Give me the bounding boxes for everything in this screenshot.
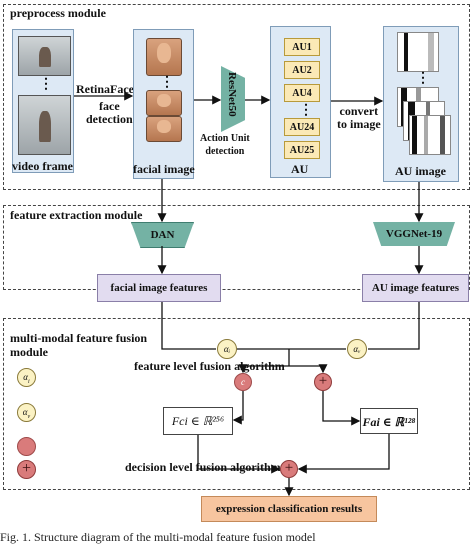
facial-image-features-box: facial image features <box>97 274 221 302</box>
video-frame-image-top <box>18 36 71 76</box>
facial-image-label: facial image <box>133 162 195 176</box>
convert-to-image-label: convert to image <box>337 104 381 131</box>
au-item: AU4 <box>284 84 320 102</box>
preprocess-module <box>3 4 470 190</box>
decision-plus-operator-icon: + <box>280 460 298 478</box>
video-frame-label: video frame <box>12 159 73 173</box>
au-item: AU24 <box>284 118 320 136</box>
decision-level-fusion-label: decision level fusion algorithm <box>125 460 281 474</box>
au-image-features-box: AU image features <box>362 274 469 302</box>
concat-operator-icon: c <box>234 373 252 391</box>
feature-extraction-module <box>3 205 470 290</box>
legend-alpha-i-icon: αi <box>17 368 36 387</box>
video-frame-image-bottom <box>18 95 71 155</box>
expression-classification-results-box: expression classification results <box>201 496 377 522</box>
face-image-1 <box>146 38 182 76</box>
au-item: AU1 <box>284 38 320 56</box>
legend-concat-icon <box>17 437 36 456</box>
feature-level-fusion-label: feature level fusion algorithm <box>134 359 285 373</box>
legend-plus-icon: + <box>17 460 36 479</box>
au-image-label: AU image <box>395 164 446 178</box>
fusion-module <box>3 318 470 490</box>
face-detection-label: face detection <box>86 99 133 126</box>
facial-image-ellipsis: ⋮ <box>160 75 174 90</box>
au-image-top <box>397 32 439 72</box>
retinaface-label: RetinaFace <box>76 82 134 96</box>
alpha-i-weight-icon: αᵢ <box>217 339 237 359</box>
au-item: AU25 <box>284 141 320 159</box>
face-image-3 <box>146 116 182 142</box>
au-label: AU <box>291 162 309 176</box>
au-image-stack-3 <box>409 115 451 155</box>
resnet50-label: ResNet50 <box>226 72 238 117</box>
preprocess-module-title: preprocess module <box>8 6 108 20</box>
face-image-2 <box>146 90 182 116</box>
legend-alpha-v-icon: αv <box>17 403 36 422</box>
f-ai-box: Fai ∈ ℝ¹²⁸ <box>360 408 418 434</box>
video-frame-ellipsis: ⋮ <box>39 77 53 92</box>
resnet50-block <box>221 66 245 132</box>
au-item: AU2 <box>284 61 320 79</box>
f-ci-box: Fci ∈ ℝ²⁵⁶ <box>163 407 233 435</box>
action-unit-detection-label: Action Unit detection <box>200 133 250 157</box>
au-image-ellipsis: ⋮ <box>416 71 430 86</box>
au-ellipsis: ⋮ <box>299 103 313 118</box>
fusion-module-title: multi-modal feature fusion module <box>8 331 150 359</box>
alpha-v-weight-icon: αᵥ <box>347 339 367 359</box>
feature-extraction-module-title: feature extraction module <box>8 208 145 222</box>
vggnet19-block: VGGNet-19 <box>373 222 455 246</box>
figure-caption: Fig. 1. Structure diagram of the multi-m… <box>0 530 316 544</box>
dan-block: DAN <box>131 222 194 248</box>
plus-operator-icon: + <box>314 373 332 391</box>
